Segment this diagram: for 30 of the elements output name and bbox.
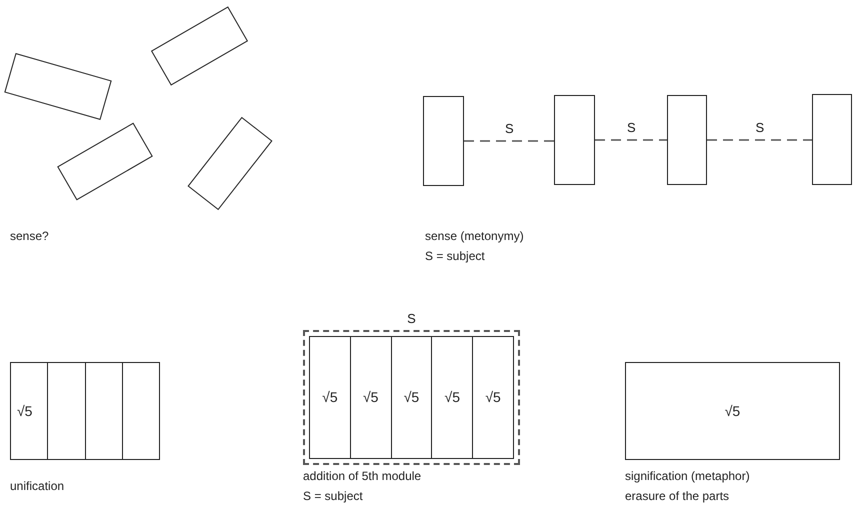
- module-box: √5: [625, 362, 840, 460]
- empty-cell: [86, 362, 123, 460]
- caption-text: erasure of the parts: [625, 490, 730, 502]
- module-cell: √5: [432, 336, 474, 459]
- caption-text: S = subject: [425, 250, 485, 262]
- dashed-connector: [464, 140, 554, 142]
- edge-label: S: [625, 121, 638, 134]
- subject-label: S: [406, 312, 417, 325]
- caption-text: unification: [10, 480, 64, 492]
- caption-text: S = subject: [303, 490, 363, 502]
- module-cell: √5: [392, 336, 432, 459]
- module-cell: √5: [350, 336, 392, 459]
- divided-rectangle: [10, 362, 160, 460]
- module-cell: √5: [309, 336, 351, 459]
- empty-cell: [122, 362, 160, 460]
- caption-text: sense (metonymy): [425, 230, 524, 242]
- edge-label: S: [754, 120, 766, 134]
- empty-cell: [48, 362, 86, 460]
- rectangle: [667, 95, 707, 185]
- module-cell: √5: [10, 362, 48, 460]
- caption-text: addition of 5th module: [303, 470, 422, 482]
- rectangle: [423, 96, 464, 186]
- rectangle: [812, 94, 852, 185]
- dashed-connector: [707, 139, 812, 141]
- edge-label: S: [503, 122, 516, 134]
- rectangle: [554, 95, 595, 185]
- dashed-connector: [595, 139, 667, 141]
- caption-text: signification (metaphor): [625, 470, 750, 482]
- module-cell: √5: [473, 336, 514, 459]
- caption-text: sense?: [10, 230, 49, 242]
